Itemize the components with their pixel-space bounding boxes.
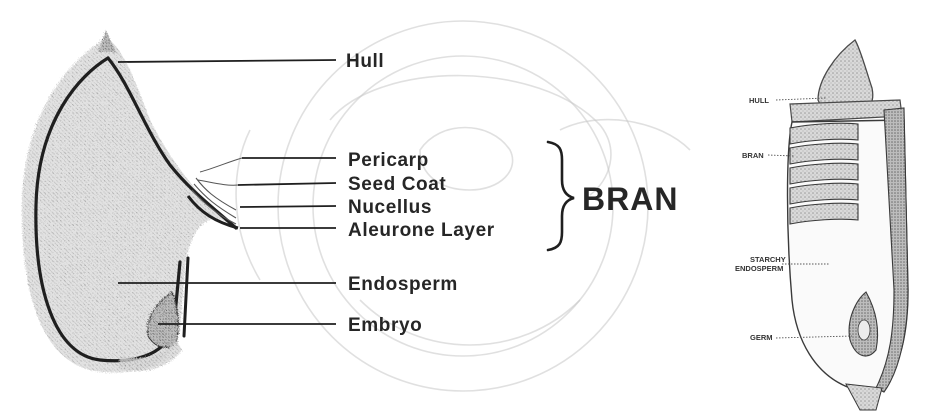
embryo-label: Embryo bbox=[348, 315, 422, 336]
nucellus-label: Nucellus bbox=[348, 197, 432, 218]
hull-3d-top bbox=[818, 40, 873, 106]
bran-3d-label: BRAN bbox=[742, 151, 764, 160]
bran-connectors bbox=[198, 158, 242, 185]
seed-coat-leader bbox=[238, 183, 336, 185]
bran-group-label: BRAN bbox=[582, 181, 678, 217]
germ-3d-label: GERM bbox=[750, 333, 773, 342]
hull-leader bbox=[118, 60, 336, 62]
bran-brace bbox=[548, 142, 574, 250]
seed-coat-label: Seed Coat bbox=[348, 174, 446, 195]
hull-3d-label: HULL bbox=[749, 96, 769, 105]
aleurone-label: Aleurone Layer bbox=[348, 220, 495, 241]
grain-cross-section bbox=[22, 30, 238, 373]
pericarp-label: Pericarp bbox=[348, 150, 429, 171]
hull-label: Hull bbox=[346, 51, 384, 72]
endosperm-label: Endosperm bbox=[348, 274, 458, 295]
hull-tip bbox=[98, 30, 116, 52]
grain-3d-cutaway bbox=[788, 40, 909, 410]
nucellus-leader bbox=[240, 206, 336, 207]
bran-3d-layers bbox=[790, 123, 858, 224]
starchy-3d-label-1: STARCHY bbox=[750, 255, 786, 264]
starchy-3d-label-2: ENDOSPERM bbox=[735, 264, 783, 273]
grain-3d-base bbox=[846, 384, 882, 410]
germ-3d-core bbox=[858, 320, 870, 340]
